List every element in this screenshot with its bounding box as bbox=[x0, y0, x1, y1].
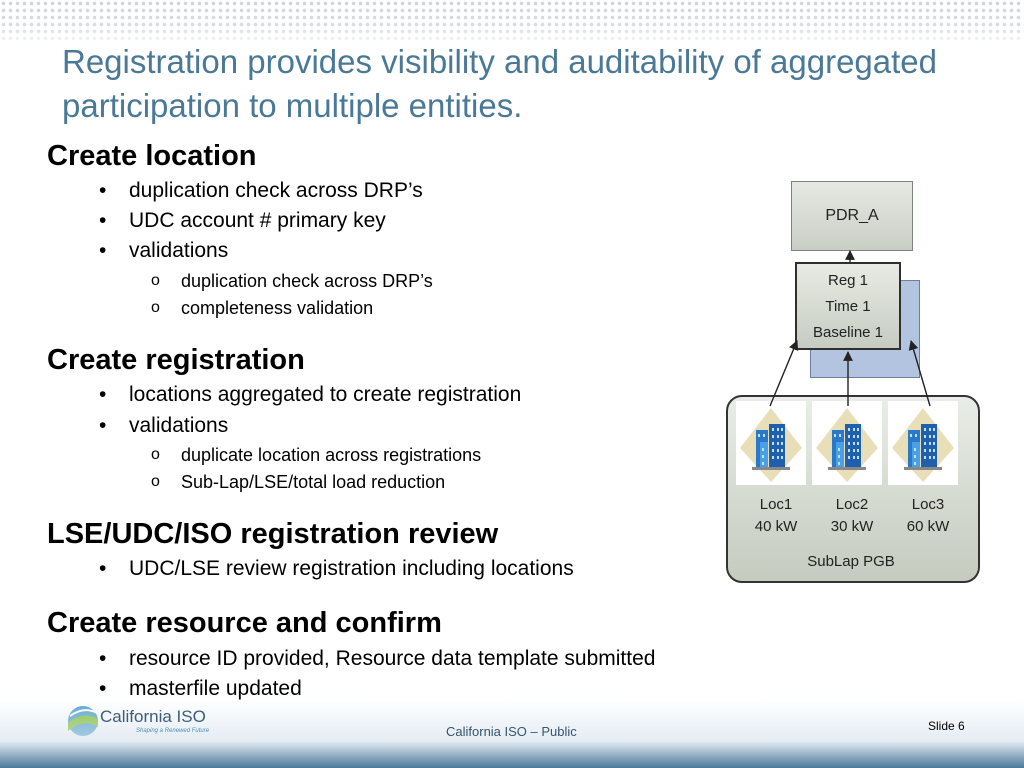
bullet-text: masterfile updated bbox=[129, 677, 302, 700]
registration-line: Time 1 bbox=[825, 298, 871, 315]
subbullet-text: duplicate location across registrations bbox=[181, 445, 482, 465]
bullet-text: validations bbox=[129, 414, 229, 437]
building-icon bbox=[740, 408, 802, 482]
location-load: 60 kW bbox=[906, 518, 950, 535]
location-name: Loc1 bbox=[759, 496, 793, 513]
footer-bar bbox=[0, 742, 1024, 768]
registration-line: Reg 1 bbox=[827, 272, 869, 289]
subbullet-text: Sub-Lap/LSE/total load reduction bbox=[181, 472, 446, 492]
sublap-label: SubLap PGB bbox=[807, 553, 895, 570]
logo-tagline: Shaping a Renewed Future bbox=[136, 728, 210, 734]
bullet-text: locations aggregated to create registrat… bbox=[129, 383, 522, 406]
bullet-marker: • bbox=[99, 414, 107, 437]
pdr-box: PDR_A bbox=[791, 181, 913, 251]
location-load: 30 kW bbox=[830, 518, 874, 535]
bullet-marker: • bbox=[99, 557, 107, 580]
location-name: Loc3 bbox=[911, 496, 945, 513]
location-label: Loc3 60 kW bbox=[892, 494, 964, 538]
subbullet-marker: o bbox=[151, 473, 160, 490]
heading-create-resource: Create resource and confirm bbox=[47, 607, 442, 639]
heading-create-location: Create location bbox=[47, 140, 257, 172]
bullet-marker: • bbox=[99, 677, 107, 700]
footer-classification: California ISO – Public bbox=[446, 724, 577, 739]
location-load: 40 kW bbox=[754, 518, 798, 535]
subbullet-text: completeness validation bbox=[181, 298, 374, 318]
heading-create-registration: Create registration bbox=[47, 344, 305, 376]
footer-swoosh bbox=[0, 700, 1024, 750]
building-icon bbox=[816, 408, 878, 482]
bullet-text: UDC/LSE review registration including lo… bbox=[129, 557, 574, 580]
subbullet-marker: o bbox=[151, 272, 160, 289]
bullet-marker: • bbox=[99, 647, 107, 670]
bullet-text: resource ID provided, Resource data temp… bbox=[129, 647, 656, 670]
location-label: Loc2 30 kW bbox=[816, 494, 888, 538]
building-icon bbox=[892, 408, 954, 482]
bullet-marker: • bbox=[99, 179, 107, 202]
slide-title: Registration provides visibility and aud… bbox=[62, 43, 937, 124]
header-dot-fade bbox=[0, 0, 1024, 48]
subbullet-marker: o bbox=[151, 299, 160, 316]
bullet-text: UDC account # primary key bbox=[129, 209, 386, 232]
arrow-loc1-to-registration bbox=[769, 340, 799, 407]
subbullet-text: duplication check across DRP’s bbox=[181, 271, 433, 291]
location-label: Loc1 40 kW bbox=[740, 494, 812, 538]
bullet-text: validations bbox=[129, 239, 229, 262]
bullet-marker: • bbox=[99, 209, 107, 232]
location-name: Loc2 bbox=[835, 496, 869, 513]
pdr-label: PDR_A bbox=[825, 207, 879, 224]
logo-text: California ISO bbox=[100, 707, 206, 726]
bullet-marker: • bbox=[99, 239, 107, 262]
subbullet-marker: o bbox=[151, 446, 160, 463]
bullet-marker: • bbox=[99, 383, 107, 406]
heading-registration-review: LSE/UDC/ISO registration review bbox=[47, 518, 499, 550]
registration-line: Baseline 1 bbox=[812, 324, 884, 341]
arrow-loc3-to-registration bbox=[908, 340, 931, 407]
slide-number: Slide 6 bbox=[928, 719, 965, 733]
bullet-text: duplication check across DRP’s bbox=[129, 179, 423, 202]
registration-box: Reg 1 Time 1 Baseline 1 bbox=[795, 262, 901, 350]
